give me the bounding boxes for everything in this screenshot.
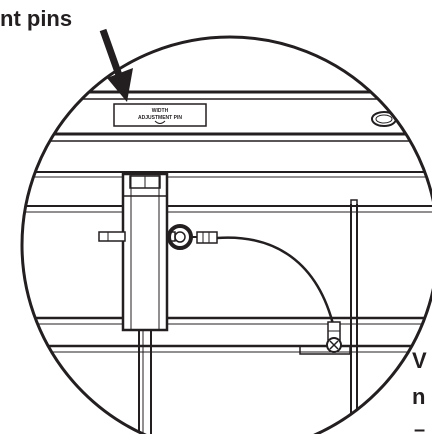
middle-crossbar (22, 205, 432, 213)
decal-line-1: WIDTH (152, 108, 169, 114)
top-frame-rail (22, 90, 432, 178)
lanyard-ferrule (191, 231, 218, 244)
lower-rail (22, 316, 432, 355)
leader-arrow (99, 28, 133, 102)
right-vertical-post (350, 199, 358, 440)
callout-bottom-right-line-2: n (412, 384, 426, 409)
width-adjustment-pin-decal: WIDTH ADJUSTMENT PIN (113, 103, 207, 127)
callout-bottom-right-line-1: V (412, 348, 427, 373)
lanyard-cable (216, 236, 336, 329)
callout-pins-label: nt pins (0, 6, 73, 31)
decal-line-2: ADJUSTMENT PIN (138, 115, 182, 121)
square-tube (121, 172, 169, 440)
magnified-detail: WIDTH ADJUSTMENT PIN (22, 90, 432, 440)
clamp-screw (326, 337, 342, 353)
detail-lens-outline (20, 35, 432, 441)
callout-bottom-right-line-3: – (414, 419, 426, 441)
